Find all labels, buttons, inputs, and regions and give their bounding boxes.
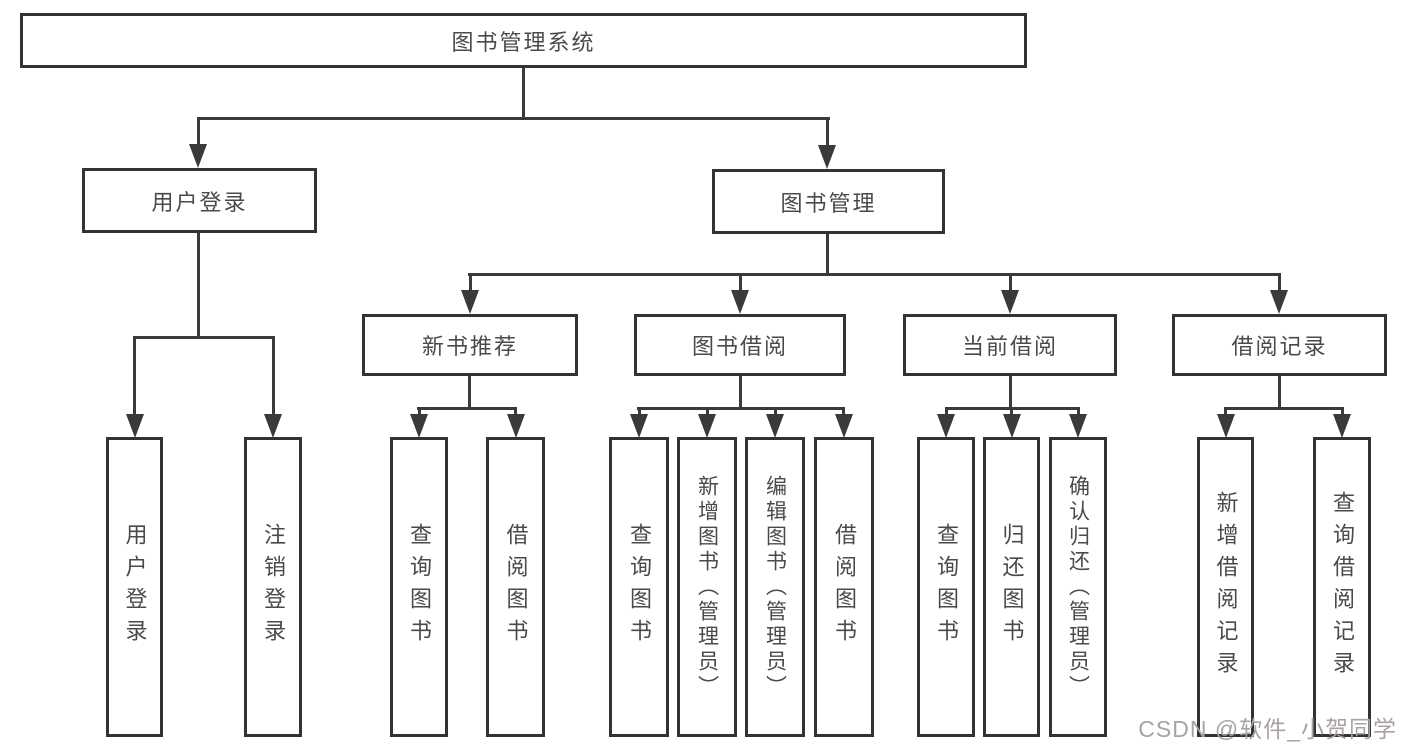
connector-vline xyxy=(706,407,709,419)
node-new-book-recommend: 新书推荐 xyxy=(362,314,578,376)
connector-vline xyxy=(514,407,517,419)
leaf-user-login: 用户登录 xyxy=(106,437,163,737)
arrow-down-icon xyxy=(1333,414,1351,438)
connector-vline xyxy=(945,407,948,419)
node-borrow-record-label: 借阅记录 xyxy=(1231,334,1328,359)
node-current-borrow-label: 当前借阅 xyxy=(961,334,1058,359)
arrow-down-icon xyxy=(630,414,648,438)
leaf-label: 编辑图书（管理员） xyxy=(763,474,787,700)
leaf-query-book-current: 查询图书 xyxy=(917,437,975,737)
leaf-logout: 注销登录 xyxy=(244,437,302,737)
leaf-label: 新增借阅记录 xyxy=(1213,491,1239,683)
node-current-borrow: 当前借阅 xyxy=(903,314,1117,376)
connector-hline xyxy=(417,407,517,410)
connector-vline xyxy=(469,273,472,295)
node-user-login-label: 用户登录 xyxy=(151,189,248,215)
node-root-label: 图书管理系统 xyxy=(451,29,596,55)
node-book-borrow: 图书借阅 xyxy=(634,314,846,376)
node-book-management: 图书管理 xyxy=(712,169,945,234)
connector-vline xyxy=(1010,407,1013,419)
arrow-down-icon xyxy=(698,414,716,438)
leaf-label: 注销登录 xyxy=(261,523,286,651)
connector-vline xyxy=(1278,273,1281,295)
arrow-down-icon xyxy=(1069,414,1087,438)
leaf-confirm-return-admin: 确认归还（管理员） xyxy=(1049,437,1107,737)
node-book-management-label: 图书管理 xyxy=(780,190,877,216)
leaf-label: 查询图书 xyxy=(934,523,959,651)
leaf-edit-book-admin: 编辑图书（管理员） xyxy=(745,437,805,737)
node-user-login: 用户登录 xyxy=(82,168,317,233)
leaf-add-book-admin: 新增图书（管理员） xyxy=(677,437,737,737)
arrow-down-icon xyxy=(264,414,282,438)
connector-vline xyxy=(522,65,525,118)
node-new-book-recommend-label: 新书推荐 xyxy=(421,334,518,359)
connector-hline xyxy=(468,273,1281,276)
leaf-label: 查询图书 xyxy=(627,523,652,651)
arrow-down-icon xyxy=(818,145,836,169)
arrow-down-icon xyxy=(189,144,207,168)
csdn-watermark: CSDN @软件_小贺同学 xyxy=(1138,716,1397,742)
leaf-label: 查询图书 xyxy=(407,523,432,651)
connector-vline xyxy=(468,375,471,409)
connector-hline xyxy=(197,117,830,120)
leaf-query-book-recommend: 查询图书 xyxy=(390,437,448,737)
arrow-down-icon xyxy=(507,414,525,438)
connector-vline xyxy=(826,117,829,147)
connector-vline xyxy=(133,336,136,418)
leaf-query-borrow-record: 查询借阅记录 xyxy=(1313,437,1371,737)
connector-vline xyxy=(1009,375,1012,408)
connector-vline xyxy=(842,407,845,419)
connector-vline xyxy=(197,232,200,337)
arrow-down-icon xyxy=(1003,414,1021,438)
connector-vline xyxy=(638,407,641,419)
connector-hline xyxy=(133,336,274,339)
leaf-label: 归还图书 xyxy=(999,523,1025,651)
connector-vline xyxy=(272,336,275,418)
connector-vline xyxy=(739,273,742,295)
leaf-label: 用户登录 xyxy=(122,523,148,651)
connector-vline xyxy=(1278,375,1281,408)
leaf-label: 借阅图书 xyxy=(832,523,857,651)
leaf-return-book: 归还图书 xyxy=(983,437,1040,737)
connector-hline xyxy=(637,407,845,410)
leaf-borrow-book: 借阅图书 xyxy=(814,437,874,737)
arrow-down-icon xyxy=(835,414,853,438)
leaf-add-borrow-record: 新增借阅记录 xyxy=(1197,437,1254,737)
leaf-query-book-borrow: 查询图书 xyxy=(609,437,669,737)
leaf-label: 确认归还（管理员） xyxy=(1066,474,1090,700)
arrow-down-icon xyxy=(731,290,749,314)
connector-vline xyxy=(1009,273,1012,295)
connector-vline xyxy=(1341,407,1344,419)
arrow-down-icon xyxy=(1217,414,1235,438)
arrow-down-icon xyxy=(126,414,144,438)
connector-vline xyxy=(1224,407,1227,419)
arrow-down-icon xyxy=(410,414,428,438)
arrow-down-icon xyxy=(766,414,784,438)
connector-hline xyxy=(1224,407,1343,410)
connector-vline xyxy=(1077,407,1080,419)
node-borrow-record: 借阅记录 xyxy=(1172,314,1387,376)
arrow-down-icon xyxy=(937,414,955,438)
connector-vline xyxy=(774,407,777,419)
leaf-label: 新增图书（管理员） xyxy=(695,474,719,700)
connector-vline xyxy=(197,117,200,147)
connector-vline xyxy=(418,407,421,419)
arrow-down-icon xyxy=(461,290,479,314)
connector-vline xyxy=(826,234,829,275)
connector-vline xyxy=(739,375,742,408)
leaf-label: 借阅图书 xyxy=(503,523,529,651)
node-root: 图书管理系统 xyxy=(20,13,1027,68)
leaf-borrow-book-recommend: 借阅图书 xyxy=(486,437,545,737)
leaf-label: 查询借阅记录 xyxy=(1330,491,1355,683)
node-book-borrow-label: 图书借阅 xyxy=(691,334,788,359)
arrow-down-icon xyxy=(1270,290,1288,314)
arrow-down-icon xyxy=(1001,290,1019,314)
